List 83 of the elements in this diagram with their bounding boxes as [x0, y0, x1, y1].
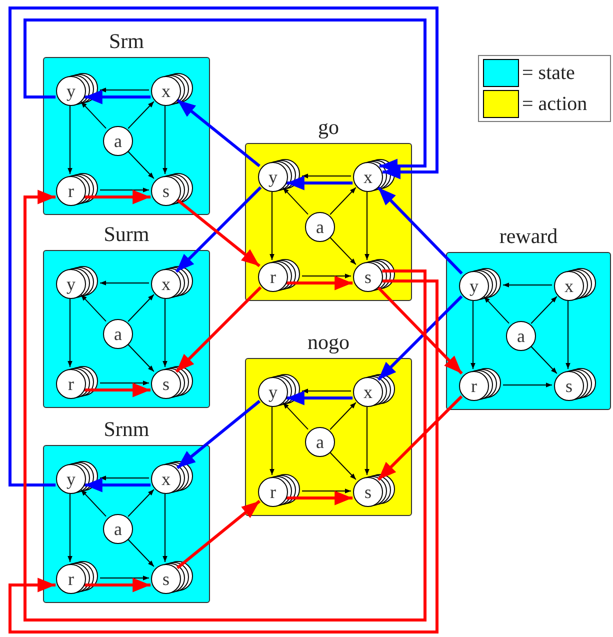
variable-node: a [103, 319, 133, 349]
variable-node: r [459, 371, 489, 401]
arrow [100, 476, 150, 480]
arrow [286, 176, 353, 190]
arrow [128, 294, 154, 322]
arrow [84, 190, 151, 204]
arrow [330, 402, 356, 430]
arrow [502, 382, 552, 388]
arrow [176, 98, 260, 168]
arrow [100, 188, 150, 192]
variable-node: y [459, 271, 489, 301]
arrow [68, 298, 72, 368]
arrow [100, 88, 150, 92]
arrow [162, 106, 168, 174]
arrow [68, 106, 72, 174]
arrow [128, 101, 154, 129]
arrow [270, 192, 274, 260]
arrow [282, 187, 308, 215]
arrow [286, 390, 353, 406]
variable-node: s [554, 371, 584, 401]
arrow [84, 90, 151, 104]
arrow [302, 274, 352, 278]
arrow [128, 344, 154, 372]
module-title: Srm [108, 28, 145, 55]
arrow [24, 190, 426, 622]
arrow [100, 280, 150, 286]
arrow [364, 192, 370, 260]
module-title: go [317, 114, 340, 141]
arrow [176, 400, 261, 470]
arrow [530, 296, 558, 324]
arrow [302, 488, 352, 494]
variable-node: a [103, 126, 133, 156]
arrow [364, 406, 370, 476]
arrow [162, 298, 168, 368]
arrow [128, 539, 154, 567]
arrow [566, 300, 570, 370]
module-title: reward [498, 223, 559, 250]
arrow [530, 346, 558, 374]
module-title: Srnm [102, 416, 150, 443]
arrow [286, 276, 353, 290]
arrow [8, 6, 438, 486]
arrow [176, 500, 261, 570]
arrow [100, 380, 150, 386]
module-title: Surm [102, 221, 150, 248]
arrow [377, 395, 463, 481]
arrow [175, 286, 262, 373]
module-title: nogo [306, 329, 350, 356]
arrow [282, 402, 308, 430]
arrow [377, 295, 463, 381]
arrow [377, 186, 463, 275]
arrow [270, 406, 274, 476]
arrow [128, 151, 154, 179]
variable-node: a [305, 212, 335, 242]
variable-node: a [103, 514, 133, 544]
arrow [100, 576, 150, 580]
arrow [84, 578, 151, 592]
arrow [302, 174, 352, 178]
arrow [84, 478, 151, 492]
arrow [80, 489, 106, 517]
variable-node: a [305, 427, 335, 457]
arrow [128, 489, 154, 517]
arrow [377, 286, 463, 375]
arrow [502, 282, 552, 288]
arrow [484, 296, 510, 324]
arrow [286, 490, 353, 506]
arrow [176, 198, 260, 268]
legend-label: = state [522, 63, 575, 83]
arrow [68, 494, 72, 562]
arrow [8, 280, 438, 634]
arrow [330, 237, 356, 265]
variable-node: y [56, 269, 86, 299]
arrow [162, 494, 168, 562]
arrow [330, 452, 356, 480]
legend-label: = action [522, 94, 588, 114]
arrow [330, 187, 356, 215]
arrow [175, 186, 262, 273]
arrow [84, 382, 151, 398]
arrow [302, 388, 352, 394]
arrow [80, 101, 106, 129]
variable-node: a [506, 321, 536, 351]
arrow [470, 300, 476, 370]
arrow [80, 294, 106, 322]
variable-node: x [554, 271, 584, 301]
